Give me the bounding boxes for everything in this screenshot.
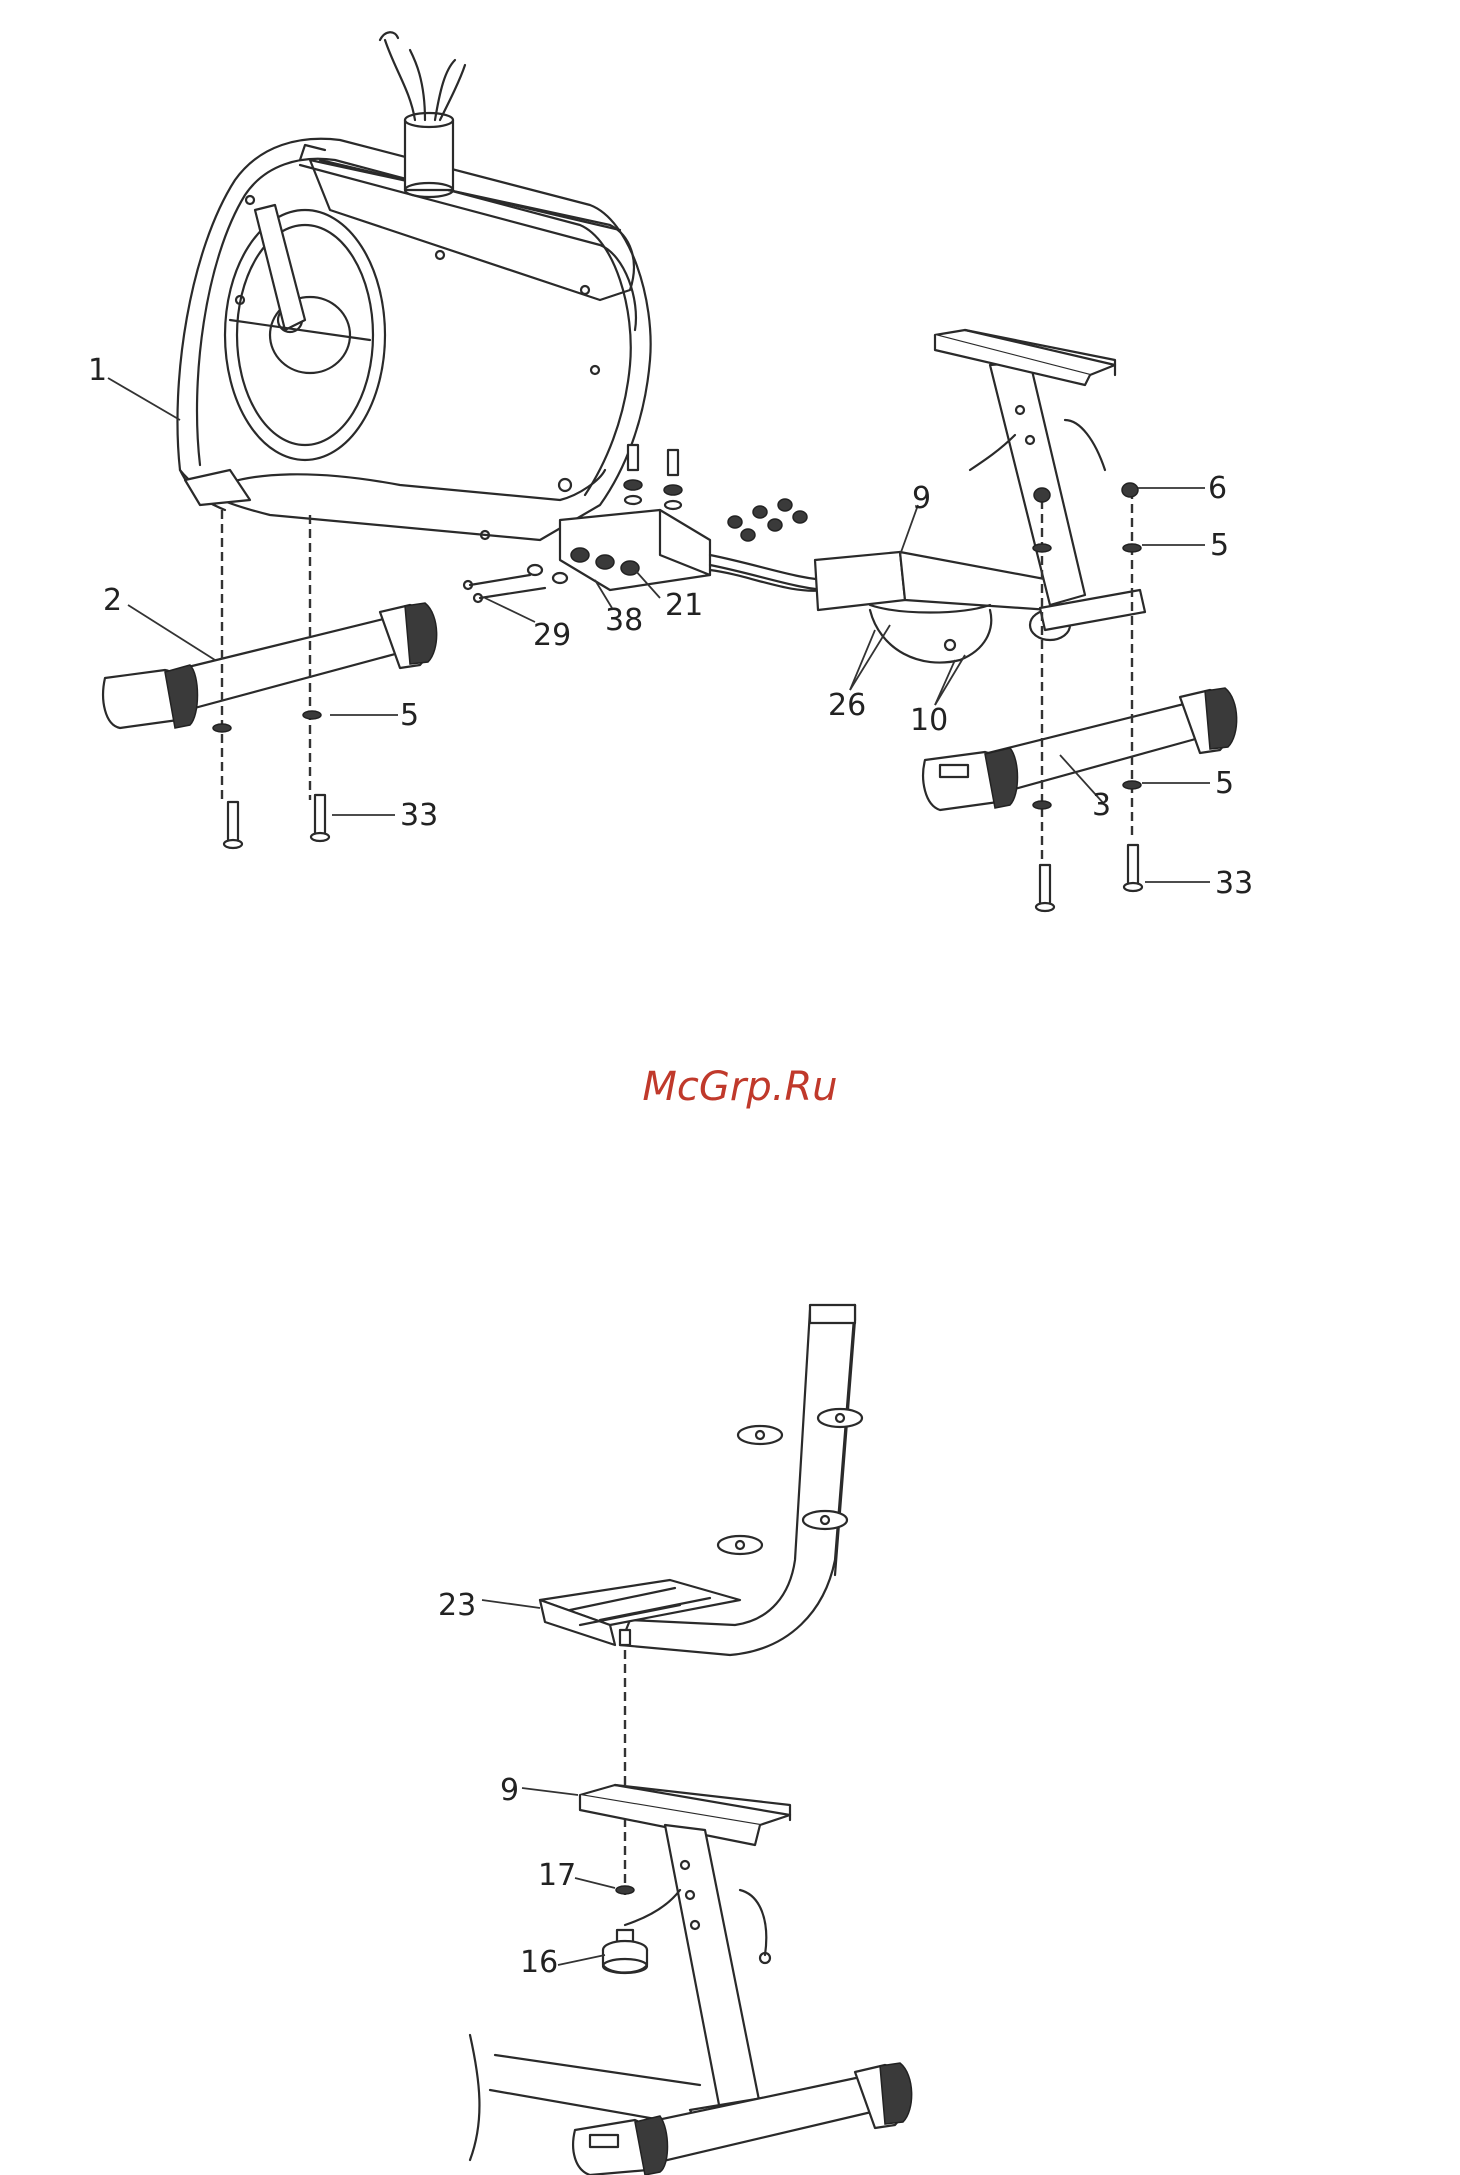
label-part-9: 9	[912, 481, 931, 516]
label-part-23: 23	[438, 1588, 476, 1623]
label-part-33-rear: 33	[1215, 866, 1253, 901]
label-part-17: 17	[538, 1858, 576, 1893]
label-part-5-front: 5	[400, 698, 419, 733]
label-part-5-rear-bottom: 5	[1215, 766, 1234, 801]
label-part-10: 10	[910, 703, 948, 738]
backrest-frame	[540, 1305, 862, 1655]
main-frame-housing	[177, 139, 650, 540]
top-assembly-figure: 1 2 3 5 5 5 6 9 10 21 26 29 33 33 38	[88, 32, 1253, 911]
watermark-text: McGrp.Ru	[642, 1064, 837, 1110]
label-part-16: 16	[520, 1945, 558, 1980]
label-part-38: 38	[605, 603, 643, 638]
adjustment-knob-16	[603, 1930, 647, 1973]
label-part-5-rear-top: 5	[1210, 528, 1229, 563]
label-part-21: 21	[665, 588, 703, 623]
label-part-9-lower: 9	[500, 1773, 519, 1808]
label-part-3: 3	[1092, 788, 1111, 823]
bottom-assembly-figure: 23 9 17 16	[438, 1305, 912, 2175]
bolts-33	[224, 795, 1142, 911]
label-part-33-front: 33	[400, 798, 438, 833]
label-part-26: 26	[828, 688, 866, 723]
label-part-2: 2	[103, 583, 122, 618]
rear-seat-frame	[815, 330, 1145, 663]
label-part-1: 1	[88, 353, 107, 388]
rear-stabilizer	[923, 688, 1237, 810]
label-part-6: 6	[1208, 471, 1227, 506]
label-part-29: 29	[533, 618, 571, 653]
